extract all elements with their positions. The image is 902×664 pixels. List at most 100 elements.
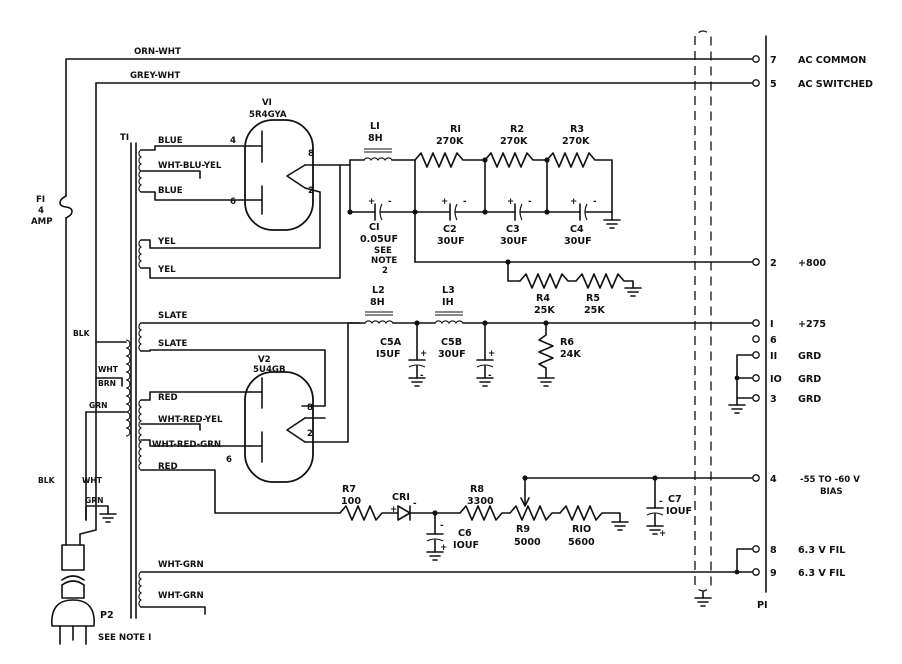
junction-dot	[482, 320, 488, 326]
p1-pin-5	[752, 79, 760, 87]
wht-grn-bottom-label: WHT-GRN	[158, 591, 204, 601]
c4-minus: -	[593, 197, 597, 207]
l2-value: 8H	[370, 297, 385, 308]
p1-pin-num-10: IO	[770, 374, 782, 385]
p1-pin-num-3: 3	[770, 394, 777, 405]
v1-filament-winding	[138, 164, 341, 279]
red-top-label: RED	[158, 393, 178, 403]
slate-bottom-label: SLATE	[158, 339, 188, 349]
v2-pin-a2: 2	[307, 429, 313, 439]
c7-minus: -	[659, 497, 663, 507]
p1-pin-num-8: 8	[770, 545, 777, 556]
junction-dot	[482, 157, 488, 163]
r6-ref: R6	[560, 337, 574, 348]
c1-note-line3: 2	[382, 266, 388, 276]
p1-label-ac-common: AC COMMON	[798, 55, 866, 66]
v1-hv-secondary	[138, 145, 251, 201]
p1-pin-num-11: II	[770, 351, 777, 362]
v2-pin-k1: 6	[226, 455, 232, 465]
v1-pin-a2: 6	[230, 197, 236, 207]
c3-value: 30UF	[500, 236, 528, 247]
ac-common-wire	[65, 58, 753, 521]
r10-value: 5600	[568, 537, 595, 548]
junction-dot	[347, 209, 353, 215]
p1-pin-2	[752, 258, 760, 266]
c5a-ref: C5A	[380, 337, 402, 348]
p1-label-275: +275	[798, 319, 826, 330]
p1-pin-num-6: 6	[770, 335, 777, 346]
v1-ref: VI	[262, 98, 272, 108]
wht-upper-label: WHT	[98, 365, 119, 374]
shield-boundary	[694, 30, 712, 607]
junction-dot	[414, 320, 420, 326]
p1-label-fil-9: 6.3 V FIL	[798, 568, 845, 579]
junction-dot	[543, 320, 549, 326]
p2-ref: P2	[100, 610, 114, 621]
p1-pin-num-2: 2	[770, 258, 777, 269]
v2-type: 5U4GB	[253, 365, 286, 375]
blk-upper-label: BLK	[73, 329, 91, 338]
r5-ref: R5	[586, 293, 600, 304]
yel-bottom-label: YEL	[157, 265, 176, 275]
v1-pin-k2: 2	[308, 186, 314, 196]
c3-ref: C3	[506, 224, 520, 235]
r5-value: 25K	[584, 305, 605, 316]
c5a-value: I5UF	[376, 349, 401, 360]
transformer-ref: TI	[120, 133, 129, 143]
c1-ref: CI	[369, 222, 380, 233]
v2-hv-secondary	[138, 391, 341, 514]
junction-dot	[734, 569, 740, 575]
r9-value: 5000	[514, 537, 541, 548]
p1-label-grd-10: GRD	[798, 374, 821, 385]
brn-label: BRN	[98, 379, 116, 388]
v2-ref: V2	[258, 355, 271, 365]
c1-minus: -	[388, 197, 392, 207]
bias-supply	[339, 477, 753, 561]
r10-ref: RIO	[572, 524, 591, 535]
v1-pin-a1: 4	[230, 136, 236, 146]
p2-note: SEE NOTE I	[98, 633, 151, 643]
junction-dot	[505, 259, 511, 265]
r1-value: 270K	[436, 136, 464, 147]
l1-ref: LI	[370, 121, 380, 132]
grn-upper-label: GRN	[89, 401, 107, 410]
c1-plus: +	[368, 197, 375, 207]
c5a-minus: -	[420, 371, 424, 381]
r2-value: 270K	[500, 136, 528, 147]
wht-lower-label: WHT	[82, 476, 103, 485]
lv-275-filter	[347, 311, 753, 387]
red-bottom-label: RED	[158, 462, 178, 472]
c4-value: 30UF	[564, 236, 592, 247]
blk-lower-label: BLK	[38, 476, 56, 485]
c2-plus: +	[441, 197, 448, 207]
c5b-plus: +	[488, 349, 495, 359]
cr1-ref: CRI	[392, 492, 410, 503]
r8-ref: R8	[470, 484, 484, 495]
fuse-rating-unit: AMP	[31, 217, 53, 227]
cr1-plus: +	[390, 505, 397, 515]
slate-top-label: SLATE	[158, 311, 188, 321]
wht-grn-top-label: WHT-GRN	[158, 560, 204, 570]
l3-ref: L3	[442, 285, 455, 296]
p1-label-bias-range: -55 TO -60 V	[800, 475, 860, 485]
p1-pin-7	[752, 55, 760, 63]
r4-value: 25K	[534, 305, 555, 316]
p1-pin-4	[752, 474, 760, 482]
c6-ref: C6	[458, 528, 472, 539]
r3-ref: R3	[570, 124, 584, 135]
hv-800-filter	[339, 148, 753, 297]
blue-bottom-label: BLUE	[158, 186, 183, 196]
v1-type: 5R4GYA	[249, 110, 287, 120]
c7-ref: C7	[668, 494, 682, 505]
power-cord	[51, 505, 117, 645]
p1-label-fil-8: 6.3 V FIL	[798, 545, 845, 556]
blue-top-label: BLUE	[158, 136, 183, 146]
r6-value: 24K	[560, 349, 581, 360]
c5b-ref: C5B	[441, 337, 462, 348]
junction-dot	[652, 475, 658, 481]
junction-dot	[432, 510, 438, 516]
cr1-minus: -	[413, 499, 417, 509]
p1-pin-num-1: I	[770, 319, 774, 330]
grey-wht-label: GREY-WHT	[130, 71, 180, 81]
